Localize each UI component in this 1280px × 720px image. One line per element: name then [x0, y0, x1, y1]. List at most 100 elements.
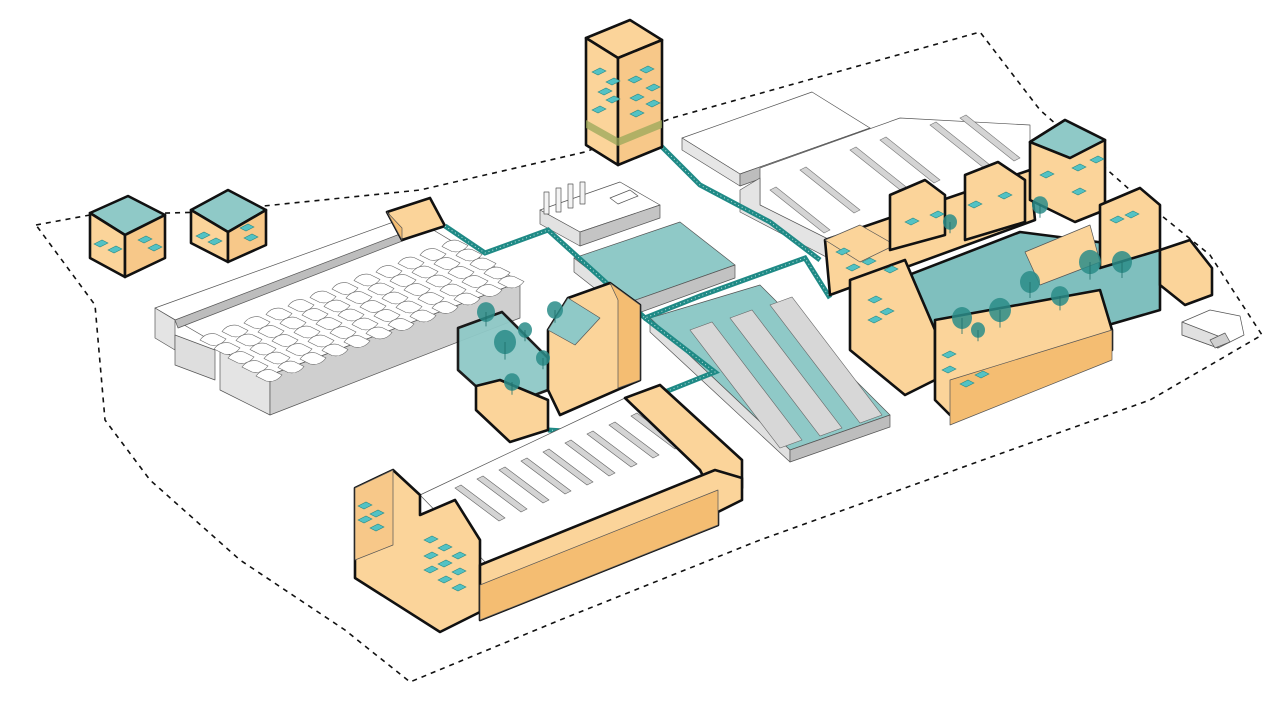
vault-roof-cell: [337, 308, 365, 322]
roof-ridge: [689, 321, 803, 449]
vault-roof-cell: [397, 256, 425, 270]
roof-ridge: [542, 448, 594, 486]
vault-roof-cell: [409, 309, 437, 323]
vault-roof-cell: [475, 284, 503, 297]
vault-roof-cell: [365, 326, 393, 340]
window-icon: [423, 565, 439, 574]
vault-roof-cell: [255, 369, 283, 382]
window-icon: [369, 509, 385, 518]
chimney-icon: [555, 187, 562, 213]
sawtooth-hall-west: [154, 215, 525, 416]
roof-ridge: [799, 166, 861, 214]
vault-roof-cell: [469, 257, 497, 271]
window-icon: [639, 65, 655, 74]
window-icon: [629, 93, 645, 102]
u-block-south: [353, 383, 744, 634]
vault-roof-cell: [321, 343, 349, 357]
vault-roof-cell: [419, 248, 447, 261]
vault-roof-cell: [433, 257, 461, 270]
roof-ridge: [729, 309, 843, 437]
window-icon: [451, 551, 467, 560]
vault-roof-cell: [241, 360, 269, 373]
cube-west-2: [189, 188, 268, 264]
vault-roof-cell: [323, 299, 351, 313]
window-icon: [1109, 215, 1125, 224]
vault-roof-cell: [263, 351, 291, 365]
window-icon: [357, 501, 373, 510]
vault-roof-cell: [453, 292, 481, 306]
roof-ridge: [959, 114, 1021, 162]
window-icon: [1071, 163, 1087, 172]
vault-roof-cell: [455, 248, 483, 262]
window-icon: [879, 307, 895, 316]
vault-roof-cell: [359, 300, 387, 313]
vault-roof-cell: [199, 333, 227, 346]
vault-roof-cell: [411, 265, 439, 279]
vault-roof-cell: [221, 324, 249, 338]
tower-north: [584, 18, 664, 167]
window-icon: [967, 200, 983, 209]
vault-roof-cell: [249, 342, 277, 356]
window-icon: [369, 523, 385, 532]
vault-roof-cell: [431, 301, 459, 314]
roof-ridge: [476, 475, 528, 513]
vault-roof-cell: [351, 317, 379, 331]
vault-roof-cell: [235, 333, 263, 347]
vault-roof-cell: [439, 283, 467, 297]
vault-roof-cell: [301, 308, 329, 321]
window-icon: [629, 109, 645, 118]
small-roof-block: [385, 196, 447, 242]
window-icon: [423, 551, 439, 560]
roof-ridge: [498, 466, 550, 504]
vault-roof-cell: [331, 282, 359, 295]
window-icon: [605, 95, 621, 104]
vault-roof-cell: [299, 352, 327, 365]
vault-roof-cell: [367, 282, 395, 296]
window-icon: [867, 315, 883, 324]
vault-roof-cell: [293, 325, 321, 339]
window-icon: [627, 75, 643, 84]
window-icon: [861, 257, 877, 266]
window-icon: [437, 543, 453, 552]
roof-ridge: [454, 484, 506, 522]
window-icon: [137, 235, 153, 244]
shed-roof-hall: [649, 284, 891, 463]
vault-roof-cell: [307, 334, 335, 348]
vault-roof-cell: [353, 273, 381, 287]
window-icon: [974, 370, 990, 379]
vault-roof-cell: [309, 290, 337, 304]
vault-roof-cell: [387, 318, 415, 331]
roof-ridge: [608, 421, 660, 459]
roof-ridge: [769, 296, 883, 424]
vault-roof-cell: [441, 239, 469, 253]
window-icon: [997, 191, 1013, 200]
window-icon: [959, 379, 975, 388]
vault-roof-cell: [389, 274, 417, 287]
vault-roof-cell: [417, 292, 445, 305]
window-icon: [904, 217, 920, 226]
window-icon: [1089, 155, 1105, 164]
window-icon: [941, 350, 957, 359]
roof-ridge: [586, 430, 638, 468]
window-icon: [107, 245, 123, 254]
vault-roof-cell: [271, 334, 299, 347]
vault-roof-cell: [315, 317, 343, 330]
window-icon: [605, 77, 621, 86]
window-icon: [941, 365, 957, 374]
vault-roof-cell: [497, 275, 525, 289]
window-icon: [423, 535, 439, 544]
window-icon: [883, 265, 899, 274]
window-icon: [591, 67, 607, 76]
vault-roof-cell: [447, 266, 475, 279]
courtyard-complex-east: [823, 118, 1214, 426]
window-icon: [437, 575, 453, 584]
window-icon: [835, 247, 851, 256]
vault-roof-cell: [461, 275, 489, 288]
roof-ridge: [879, 136, 941, 184]
chimney-icon: [567, 183, 574, 209]
window-icon: [1124, 210, 1140, 219]
window-icon: [243, 233, 259, 242]
vault-roof-cell: [287, 299, 315, 312]
